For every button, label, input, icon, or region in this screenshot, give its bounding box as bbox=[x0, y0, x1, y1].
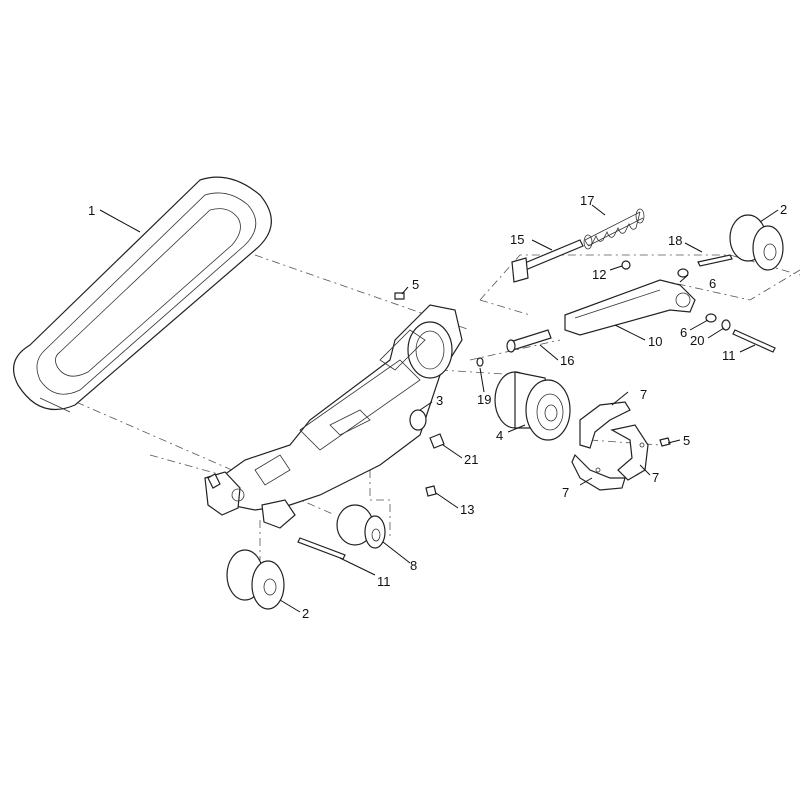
callout-19: 19 bbox=[477, 392, 491, 407]
washer-6-upper bbox=[677, 268, 689, 278]
axle bbox=[506, 329, 552, 353]
tension-spring bbox=[583, 208, 645, 250]
drive-motor bbox=[494, 371, 571, 441]
bolt-18 bbox=[697, 254, 733, 267]
roller bbox=[336, 504, 386, 549]
sprocket-segments bbox=[571, 401, 649, 491]
nut-13 bbox=[425, 485, 437, 497]
callout-labels: 1 2 2 3 4 5 5 6 6 7 7 7 8 10 11 11 12 13… bbox=[88, 193, 787, 621]
callout-5-top: 5 bbox=[412, 277, 419, 292]
bolt-5-right bbox=[659, 437, 671, 447]
callout-2-top: 2 bbox=[780, 202, 787, 217]
callout-7-top: 7 bbox=[640, 387, 647, 402]
pin-left bbox=[207, 473, 221, 489]
washer-20 bbox=[721, 319, 731, 331]
track-belt bbox=[12, 176, 272, 413]
leader-lines bbox=[99, 204, 779, 613]
bolt-5-top bbox=[394, 292, 405, 300]
callout-20: 20 bbox=[690, 333, 704, 348]
callout-4: 4 bbox=[496, 428, 503, 443]
tension-rod bbox=[511, 239, 584, 283]
callout-16: 16 bbox=[560, 353, 574, 368]
callout-12: 12 bbox=[592, 267, 606, 282]
idler-arm bbox=[564, 279, 696, 336]
idler-wheel-bottom bbox=[226, 549, 285, 610]
callout-7-bottom: 7 bbox=[562, 485, 569, 500]
callout-10: 10 bbox=[648, 334, 662, 349]
bolt-11-right bbox=[732, 329, 776, 353]
hardware bbox=[207, 254, 776, 560]
callout-18: 18 bbox=[668, 233, 682, 248]
plate-21 bbox=[429, 433, 445, 449]
idler-wheel-top bbox=[729, 214, 784, 271]
callout-7-right: 7 bbox=[652, 470, 659, 485]
callout-13: 13 bbox=[460, 502, 474, 517]
bolt-11-bottom bbox=[297, 537, 346, 560]
callout-6-lower: 6 bbox=[680, 325, 687, 340]
callout-21: 21 bbox=[464, 452, 478, 467]
nut-12 bbox=[621, 260, 631, 270]
callout-15: 15 bbox=[510, 232, 524, 247]
callout-5-right: 5 bbox=[683, 433, 690, 448]
callout-11-right: 11 bbox=[722, 348, 736, 363]
callout-2-bottom: 2 bbox=[302, 606, 309, 621]
callout-11-bottom: 11 bbox=[377, 574, 391, 589]
callout-6-upper: 6 bbox=[709, 276, 716, 291]
callout-17: 17 bbox=[580, 193, 594, 208]
callout-1: 1 bbox=[88, 203, 95, 218]
washer-6-lower bbox=[705, 313, 717, 323]
callout-3: 3 bbox=[436, 393, 443, 408]
ring-19 bbox=[476, 357, 484, 367]
track-frame bbox=[209, 304, 463, 511]
callout-8: 8 bbox=[410, 558, 417, 573]
